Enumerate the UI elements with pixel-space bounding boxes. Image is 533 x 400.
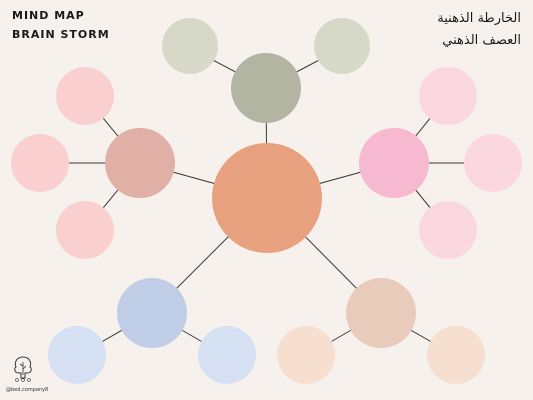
peach-hub-node xyxy=(346,278,416,348)
rose-leaf-node-top xyxy=(56,67,114,125)
peach-leaf-node-left xyxy=(277,326,335,384)
title-mind-map: MIND MAP xyxy=(12,9,85,22)
blue-leaf-node-left xyxy=(48,326,106,384)
arabic-title: الخارطة الذهنية العصف الذهني xyxy=(437,8,521,52)
rose-hub-node xyxy=(105,128,175,198)
blue-leaf-node-right xyxy=(198,326,256,384)
title-arabic-mind-map: الخارطة الذهنية xyxy=(437,11,521,26)
pink-hub-node xyxy=(359,128,429,198)
brand-logo: @bed.company8 xyxy=(6,354,49,393)
title-brain-storm: BRAIN STORM xyxy=(12,28,110,41)
rose-leaf-node-bottom xyxy=(56,201,114,259)
rose-leaf-node-mid xyxy=(11,134,69,192)
pink-leaf-node-bottom xyxy=(419,201,477,259)
english-title: MIND MAP BRAIN STORM xyxy=(12,6,110,44)
pink-leaf-node-mid xyxy=(464,134,522,192)
blue-hub-node xyxy=(117,278,187,348)
title-arabic-brainstorm: العصف الذهني xyxy=(442,33,521,48)
tree-logo-icon xyxy=(14,356,32,382)
gray-hub-node xyxy=(231,53,301,123)
peach-leaf-node-right xyxy=(427,326,485,384)
logo-handle: @bed.company8 xyxy=(6,387,49,393)
gray-leaf-node-right xyxy=(314,18,370,74)
central-node xyxy=(212,143,322,253)
pink-leaf-node-top xyxy=(419,67,477,125)
gray-leaf-node-left xyxy=(162,18,218,74)
